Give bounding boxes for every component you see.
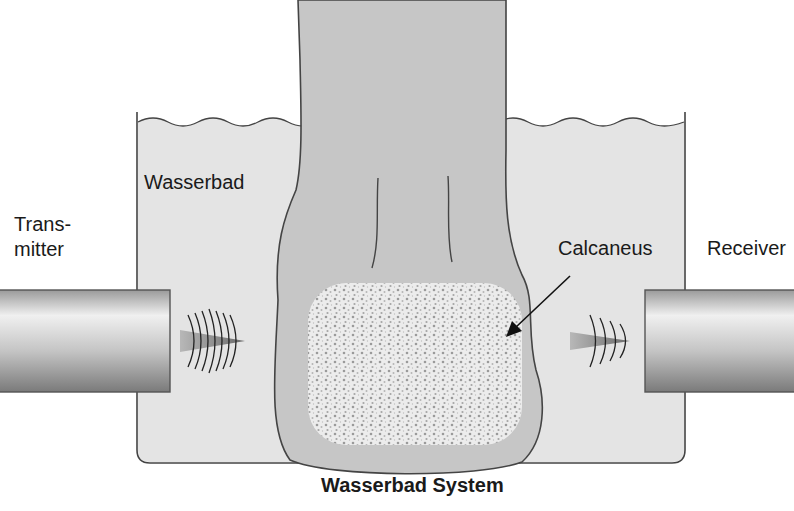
transmitter-cylinder [0, 290, 170, 392]
receiver-cylinder [645, 290, 794, 392]
sound-waves [188, 309, 626, 373]
part-label: Calcaneus [558, 236, 698, 261]
figure-caption: Wasserbad System [321, 474, 504, 497]
leader-line [515, 276, 570, 328]
sound-beam-arrow [570, 332, 630, 350]
part-label: Wasserbad [144, 170, 284, 195]
tendon-line [448, 176, 452, 262]
calcaneus-bone [308, 283, 522, 445]
part-label: Trans- mitter [14, 212, 88, 262]
tendon-line [372, 178, 378, 268]
leader-arrowhead [506, 321, 522, 337]
part-label: Receiver [707, 236, 794, 261]
foot [275, 0, 543, 474]
